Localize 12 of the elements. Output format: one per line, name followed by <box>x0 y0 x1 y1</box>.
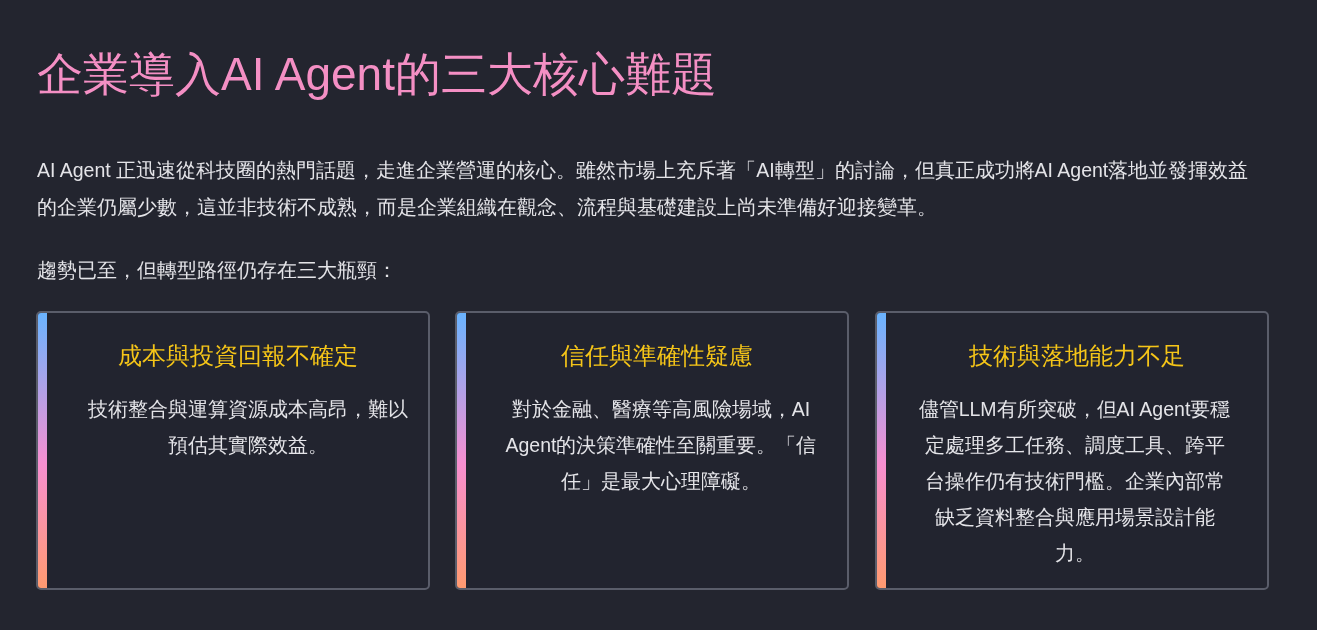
card-text: 對於金融、醫療等高風險場域，AI Agent的決策準確性至關重要。「信任」是最大心理障礙。 <box>504 397 818 494</box>
card-text: 儘管LLM有所突破，但AI Agent要穩定處理多工任務、調度工具、跨平台操作仍有技術門檻。企業內部常缺乏資料整合與應用場景設計能力。 <box>917 397 1232 566</box>
info-card <box>455 311 849 590</box>
section-subheading: 趨勢已至，但轉型路徑仍存在三大瓶頸： <box>37 258 398 283</box>
page-title: 企業導入AI Agent的三大核心難題 <box>37 47 717 102</box>
card-text: 技術整合與運算資源成本高昂，難以預估其實際效益。 <box>87 397 409 458</box>
info-card <box>36 311 430 590</box>
intro-paragraph: AI Agent 正迅速從科技圈的熱門話題，走進企業營運的核心。雖然市場上充斥著「AI轉型」的討論，但真正成功將AI Agent落地並發揮效益的企業仍屬少數，這並非技術不成熟，而是企業組織在觀念、流程與基礎建設上尚未準備好迎接變革。 <box>37 158 1250 220</box>
card-heading: 技術與落地能力不足 <box>968 341 1186 371</box>
card-heading: 信任與準確性疑慮 <box>560 341 754 371</box>
card-heading: 成本與投資回報不確定 <box>117 341 359 371</box>
info-card <box>875 311 1269 590</box>
